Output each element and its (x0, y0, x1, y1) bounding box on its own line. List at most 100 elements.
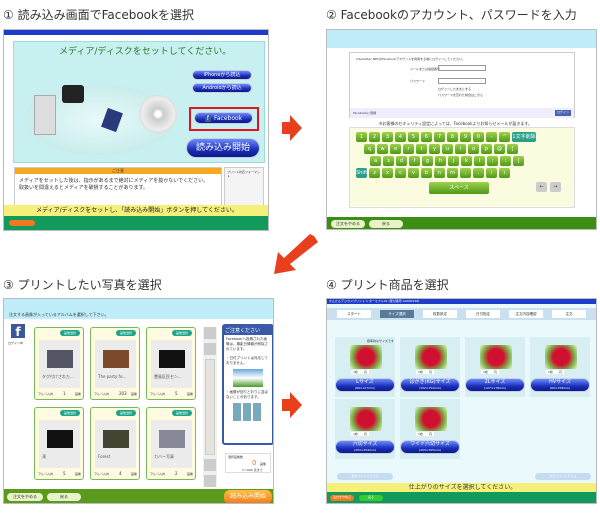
scroll-bottom-button[interactable] (204, 475, 216, 487)
key[interactable]: u (442, 144, 453, 154)
key[interactable]: l (474, 156, 485, 166)
key[interactable]: / (486, 168, 497, 178)
scroll-top-button[interactable] (204, 327, 216, 339)
start-import-button[interactable]: 読み込み開始 (224, 490, 272, 503)
key[interactable]: 1 (356, 132, 367, 142)
key[interactable]: [ (507, 144, 518, 154)
login-button[interactable]: ログイン (555, 110, 571, 116)
password-input[interactable] (438, 78, 486, 84)
key[interactable]: c (395, 168, 406, 178)
scroll-down-button[interactable] (204, 459, 216, 471)
size-button[interactable]: 2Lサイズ(127×178mm) (465, 378, 525, 392)
key[interactable]: 2 (369, 132, 380, 142)
key[interactable]: 8 (447, 132, 458, 142)
key[interactable]: z (369, 168, 380, 178)
product-item[interactable]: 1枚 円ワイド六切サイズ(203×305mm) (400, 399, 460, 459)
key[interactable]: x (382, 168, 393, 178)
select-album-button[interactable]: 画像選択 (60, 330, 80, 336)
key[interactable]: v (408, 168, 419, 178)
key[interactable]: a (370, 156, 381, 166)
key[interactable]: 9 (460, 132, 471, 142)
product-item[interactable]: 1枚 円六切サイズ(203×254mm) (335, 399, 395, 459)
key[interactable]: n (434, 168, 445, 178)
right-arrow-key[interactable]: → (550, 182, 561, 192)
scroll-up-button[interactable] (204, 343, 216, 355)
key[interactable]: o (468, 144, 479, 154)
back-button[interactable]: 戻る (359, 495, 383, 501)
select-album-button[interactable]: 画像選択 (60, 410, 80, 416)
key[interactable]: f (409, 156, 420, 166)
select-album-button[interactable]: 画像選択 (172, 330, 192, 336)
prev-size-button[interactable]: 前のプリントサイズ (337, 473, 393, 480)
android-import-button[interactable]: Androidから読込 (192, 83, 252, 93)
back-button[interactable]: 戻る (47, 493, 81, 501)
product-item[interactable]: 1枚 円はがき(KG)サイズ(102×152mm) (400, 337, 460, 397)
delete-key[interactable]: 1文字削除 (512, 132, 536, 142)
back-button[interactable]: 戻る (369, 220, 403, 228)
key[interactable]: q (364, 144, 375, 154)
forgot-password-link[interactable]: パスワードを忘れた場合はこちら (438, 93, 484, 97)
key[interactable]: 7 (434, 132, 445, 142)
email-input[interactable] (438, 65, 486, 71)
key[interactable]: g (422, 156, 433, 166)
key[interactable]: , (460, 168, 471, 178)
key[interactable]: - (486, 132, 497, 142)
key[interactable]: k (461, 156, 472, 166)
next-size-button[interactable]: 次のプリントサイズ (535, 473, 591, 480)
key[interactable]: ; (487, 156, 498, 166)
cancel-order-button[interactable]: 注文をやめる (7, 493, 43, 501)
select-album-button[interactable]: 画像選択 (116, 330, 136, 336)
key[interactable]: r (403, 144, 414, 154)
key[interactable]: @ (494, 144, 505, 154)
space-key[interactable]: スペース (429, 182, 489, 194)
cancel-button[interactable] (9, 220, 35, 226)
size-button[interactable]: ワイド六切サイズ(203×305mm) (400, 440, 460, 454)
keep-login-checkbox[interactable]: ログインしたままにする (438, 87, 471, 91)
shift-key[interactable]: Shift (356, 168, 368, 178)
key[interactable]: e (390, 144, 401, 154)
key[interactable]: \ (499, 168, 510, 178)
key[interactable]: . (473, 168, 484, 178)
register-link[interactable]: Facebookに登録 (353, 111, 377, 115)
size-button[interactable]: HVサイズ(89×158mm) (530, 378, 590, 392)
key[interactable]: y (429, 144, 440, 154)
scroll-thumb[interactable] (205, 359, 215, 455)
size-button[interactable]: はがき(KG)サイズ(102×152mm) (400, 378, 460, 392)
iphone-import-button[interactable]: iPhoneから読込 (192, 70, 252, 80)
size-button[interactable]: 六切サイズ(203×254mm) (335, 440, 395, 454)
key[interactable]: j (448, 156, 459, 166)
key[interactable]: s (383, 156, 394, 166)
key[interactable]: d (396, 156, 407, 166)
cancel-order-button[interactable]: 注文をやめる (331, 220, 365, 228)
key[interactable]: 6 (421, 132, 432, 142)
key[interactable]: t (416, 144, 427, 154)
key[interactable]: i (455, 144, 466, 154)
key[interactable]: 5 (408, 132, 419, 142)
size-button[interactable]: Lサイズ(89×127mm) (335, 378, 395, 392)
select-album-button[interactable]: 画像選択 (172, 410, 192, 416)
key[interactable]: : (500, 156, 511, 166)
start-import-button[interactable]: 読み込み開始 (186, 138, 260, 158)
key[interactable]: 0 (473, 132, 484, 142)
key[interactable]: w (377, 144, 388, 154)
key[interactable]: b (421, 168, 432, 178)
key[interactable]: 3 (382, 132, 393, 142)
key[interactable]: ^ (499, 132, 510, 142)
select-album-button[interactable]: 画像選択 (116, 410, 136, 416)
cancel-order-button[interactable]: 注文をやめる (330, 495, 354, 501)
left-arrow-key[interactable]: ← (536, 182, 547, 192)
key[interactable]: m (447, 168, 458, 178)
key[interactable]: 4 (395, 132, 406, 142)
key[interactable]: ] (513, 156, 524, 166)
key[interactable]: p (481, 144, 492, 154)
